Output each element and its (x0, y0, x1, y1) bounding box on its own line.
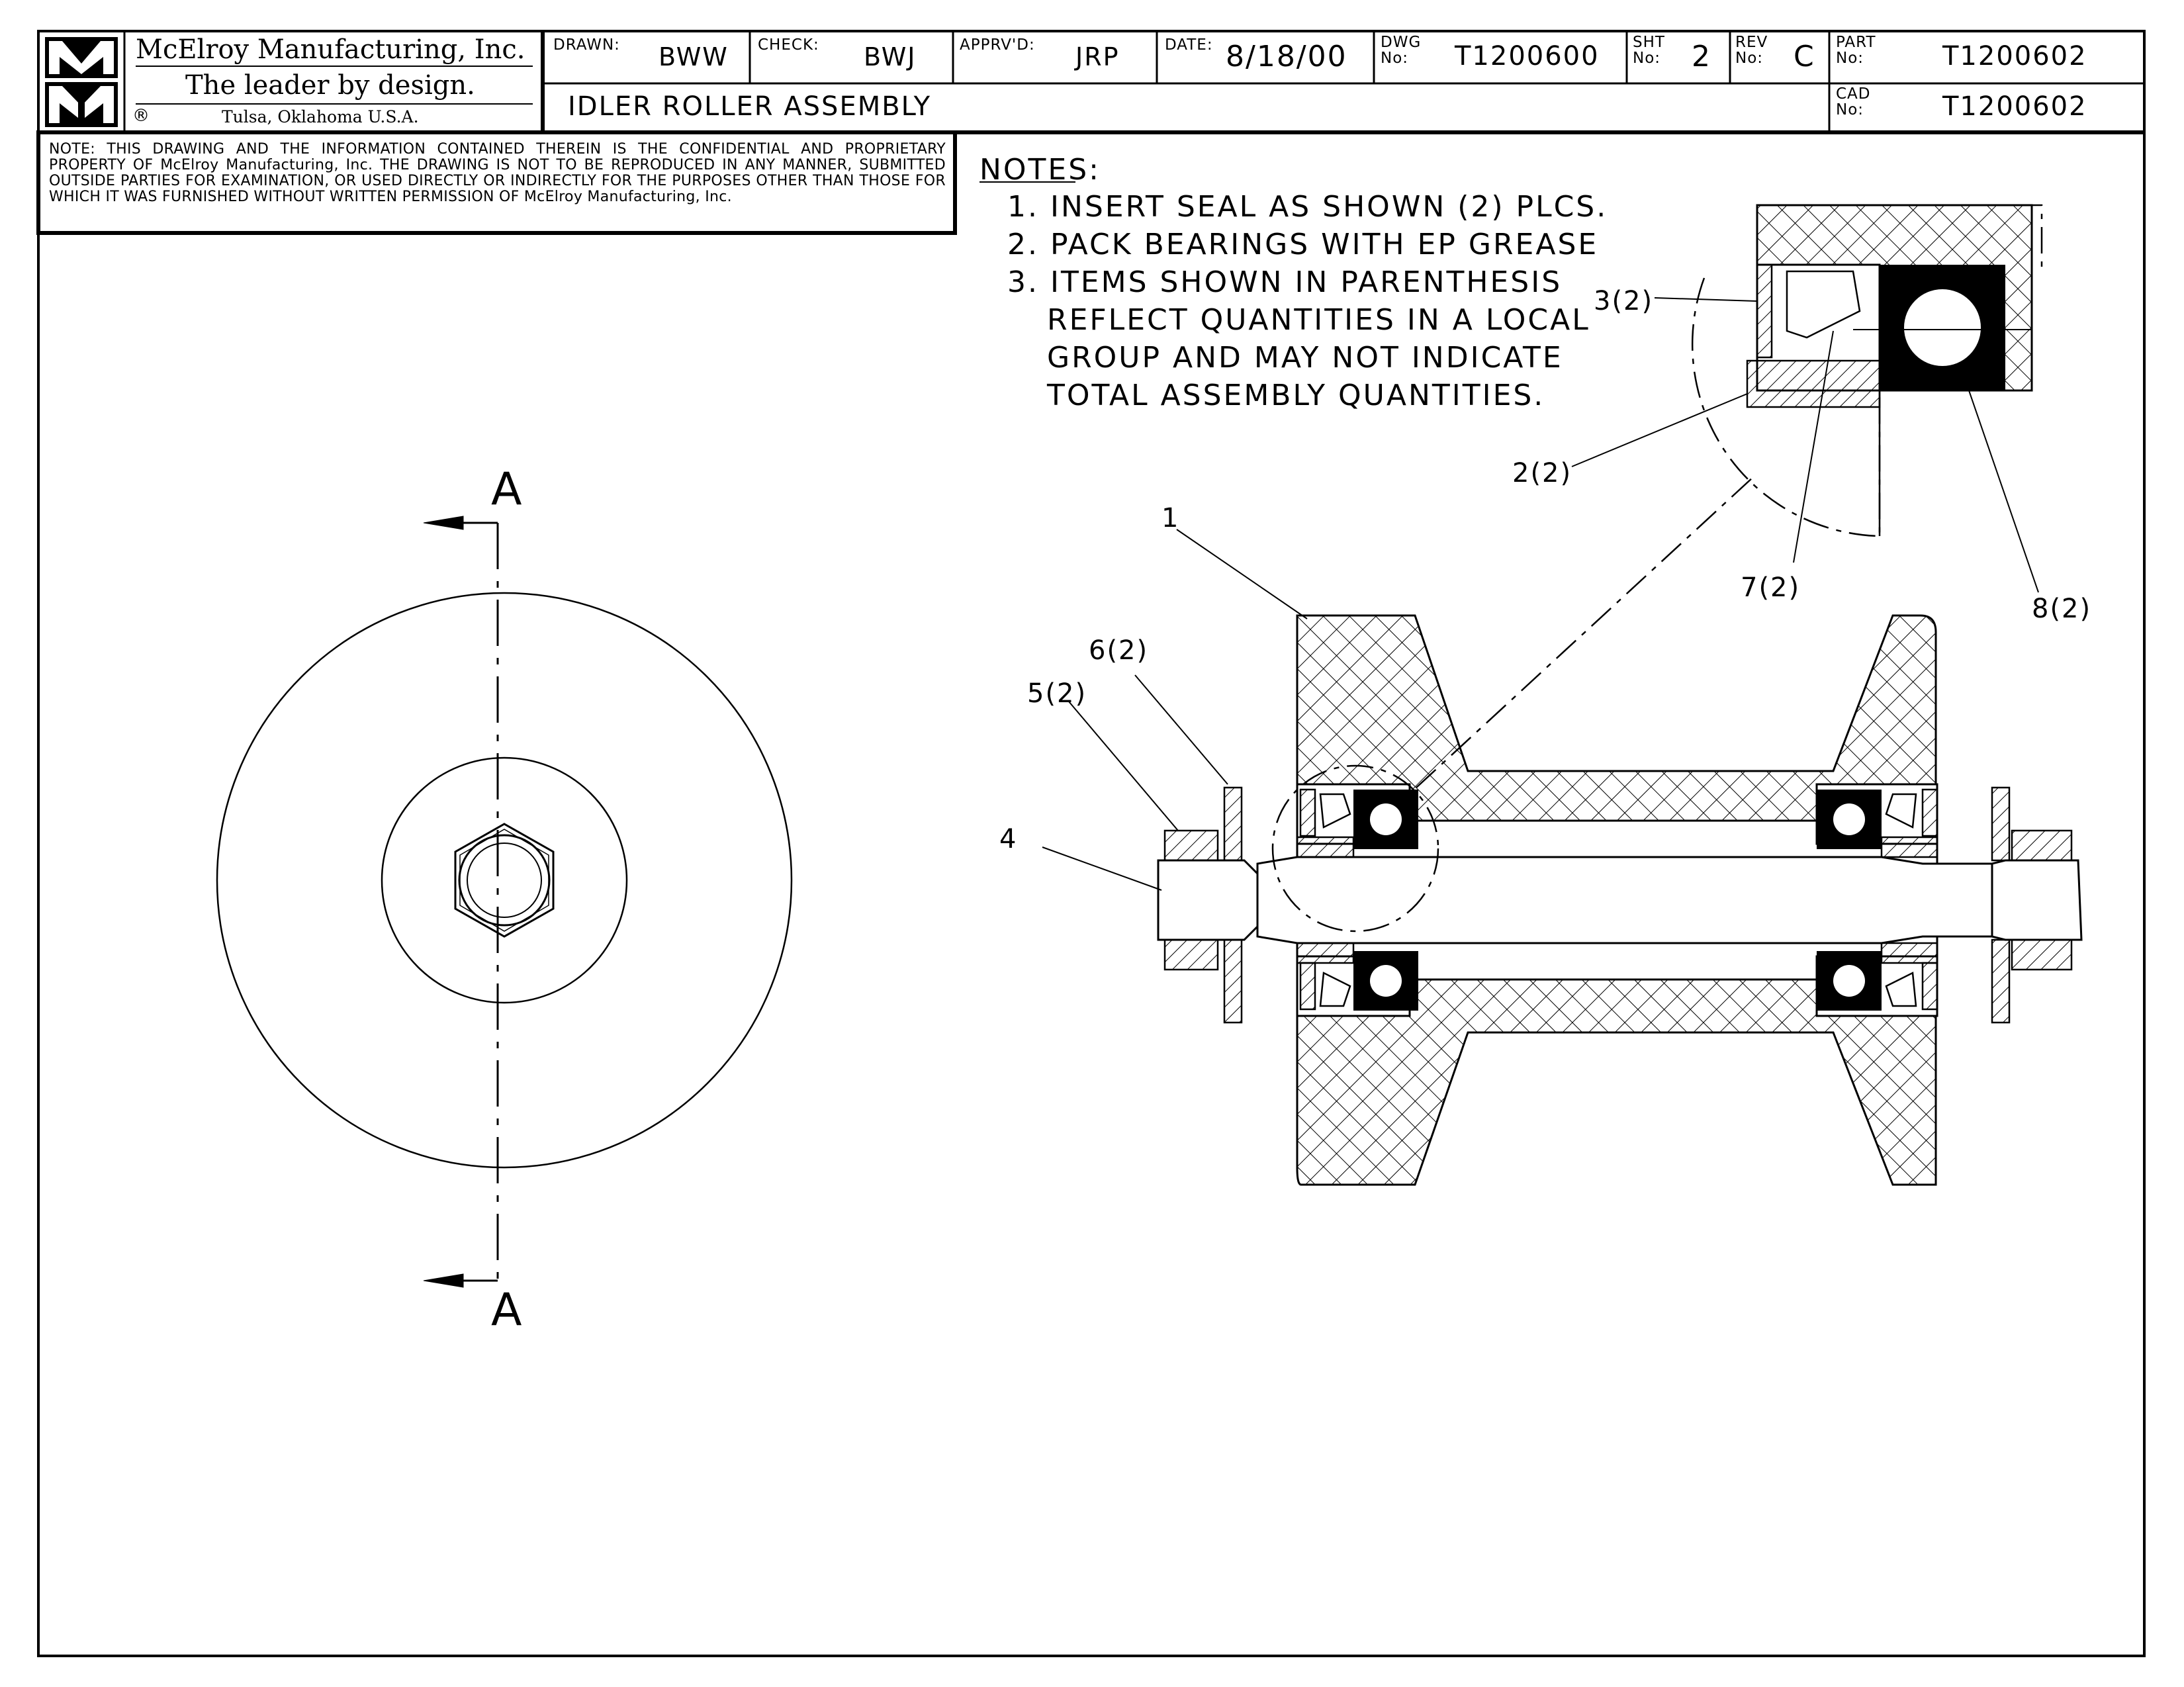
note-line: GROUP AND MAY NOT INDICATE (1047, 341, 1563, 375)
registered-mark: ® (132, 106, 150, 126)
cad-value: T1200602 (1942, 91, 2087, 122)
date-label: DATE: (1165, 36, 1213, 54)
section-line-a (423, 516, 499, 1288)
detail-circle (1271, 764, 1439, 933)
nuts (1163, 829, 2073, 971)
end-view (216, 592, 793, 1169)
drawing-title: IDLER ROLLER ASSEMBLY (568, 91, 932, 122)
drawn-value: BWW (659, 42, 729, 71)
note-line: 3. ITEMS SHOWN IN PARENTHESIS (1007, 265, 1563, 299)
date-value: 8/18/00 (1226, 40, 1347, 73)
rev-label-1: REV (1735, 34, 1768, 51)
bearings (1353, 790, 1882, 1011)
note-line: TOTAL ASSEMBLY QUANTITIES. (1047, 379, 1545, 412)
callout-6: 6(2) (1089, 635, 1149, 666)
section-label-bottom: A (491, 1284, 522, 1336)
dwg-value: T1200600 (1455, 41, 1600, 71)
callout-leaders (1042, 297, 2039, 891)
rev-label-2: No: (1735, 50, 1764, 67)
callout-4: 4 (999, 824, 1018, 854)
part-label-2: No: (1836, 50, 1864, 67)
note-line: REFLECT QUANTITIES IN A LOCAL (1047, 303, 1590, 337)
callout-1: 1 (1161, 503, 1180, 533)
callout-8: 8(2) (2032, 594, 2092, 624)
apprvd-label: APPRV'D: (960, 36, 1035, 54)
rev-value: C (1794, 40, 1815, 73)
cad-label-2: No: (1836, 101, 1864, 118)
confidential-note: NOTE: THIS DRAWING AND THE INFORMATION C… (49, 141, 946, 205)
sht-value: 2 (1692, 40, 1711, 73)
detail-leader (1416, 476, 1754, 788)
company-name: McElroy Manufacturing, Inc. (136, 34, 525, 65)
washers (1223, 786, 2011, 1024)
dwg-label-1: DWG (1381, 34, 1422, 51)
apprvd-value: JRP (1075, 42, 1120, 71)
title-block-frame (36, 31, 2144, 235)
callout-7: 7(2) (1741, 572, 1801, 603)
notes-heading: NOTES: (979, 153, 1101, 187)
note-line: 2. PACK BEARINGS WITH EP GREASE (1007, 228, 1599, 261)
shaft (1157, 856, 2083, 944)
check-label: CHECK: (758, 36, 819, 54)
cad-label-1: CAD (1836, 85, 1871, 103)
check-value: BWJ (864, 42, 917, 71)
callout-5: 5(2) (1027, 678, 1087, 709)
section-label-top: A (491, 463, 522, 516)
sht-label-1: SHT (1633, 34, 1665, 51)
dwg-label-2: No: (1381, 50, 1409, 67)
sht-label-2: No: (1633, 50, 1661, 67)
company-location: Tulsa, Oklahoma U.S.A. (222, 107, 419, 126)
company-tagline: The leader by design. (185, 70, 475, 101)
callout-3: 3(2) (1594, 286, 1654, 316)
note-line: 1. INSERT SEAL AS SHOWN (2) PLCS. (1007, 190, 1608, 224)
callout-2: 2(2) (1512, 458, 1572, 488)
part-value: T1200602 (1942, 41, 2087, 71)
enlarged-detail (1691, 204, 2043, 537)
seals (1296, 788, 1938, 1011)
drawn-label: DRAWN: (553, 36, 620, 54)
mmi-logo (45, 37, 118, 127)
sheet-border (37, 30, 2146, 1657)
part-label-1: PART (1836, 34, 1876, 51)
